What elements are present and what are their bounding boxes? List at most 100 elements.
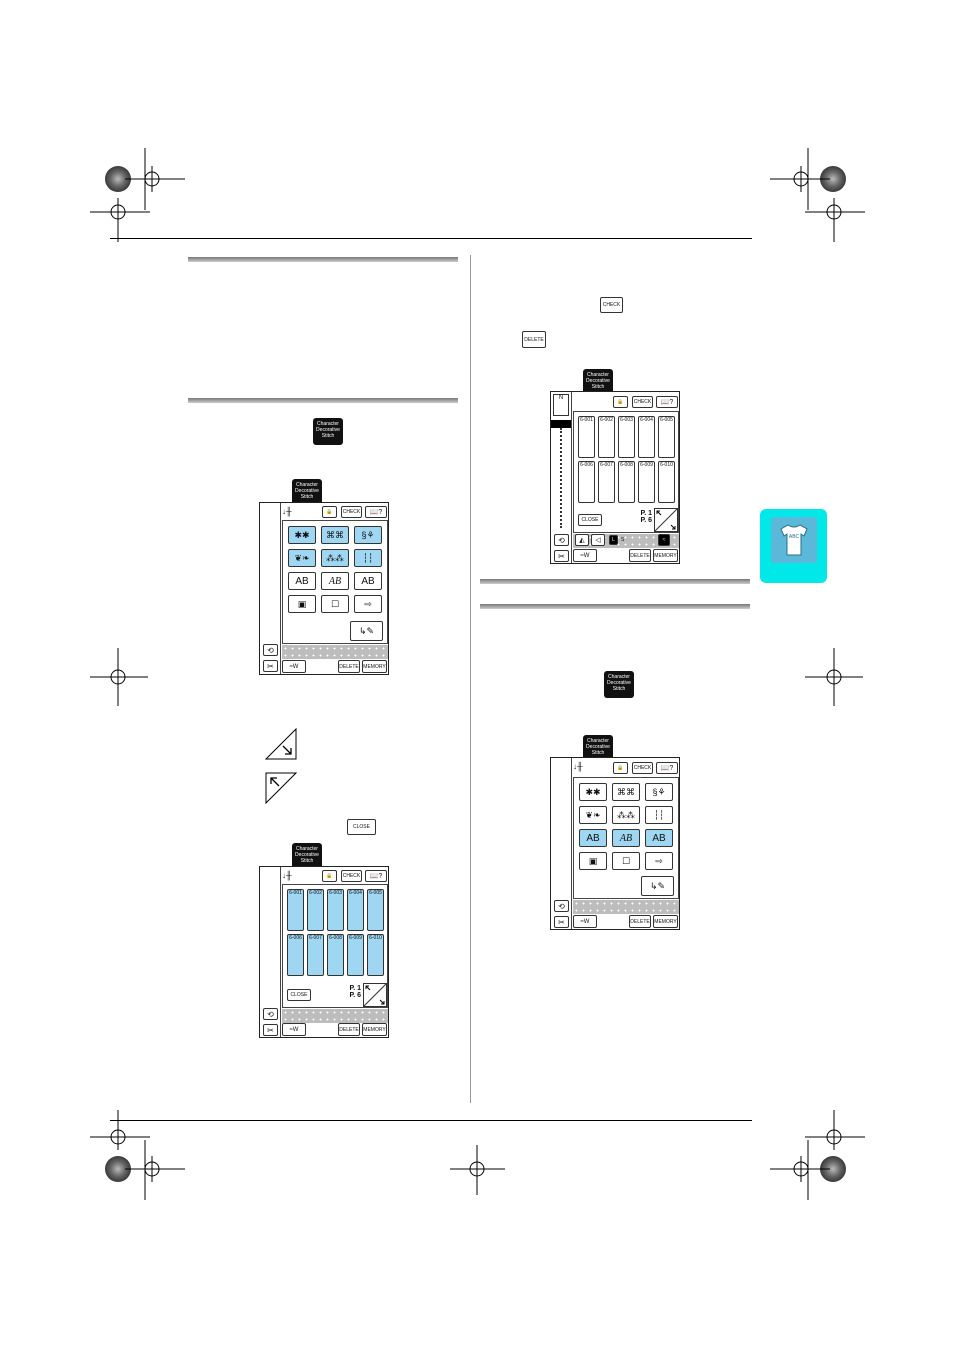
lcd-screen-letters: ↓╫ 🔒 CHECK 📖? ✱✱ ⌘⌘ §⚘ ❦❧ ⁂⁂ ┆┆ AB AB AB…	[550, 757, 680, 930]
page-arrow-key-icon[interactable]	[363, 983, 387, 1007]
category-panel: ✱✱ ⌘⌘ §⚘ ❦❧ ⁂⁂ ┆┆ AB AB AB ▣ ☐ ⇨ ↳✎	[573, 777, 679, 899]
category-gothic-letters[interactable]: AB	[579, 829, 607, 847]
stitch-key[interactable]: 6-009	[638, 461, 655, 503]
stitch-key[interactable]: 6-006	[287, 934, 304, 976]
category-7mm[interactable]: ┆┆	[645, 806, 673, 824]
category-usb[interactable]: ⇨	[354, 595, 382, 613]
category-script-letters[interactable]: AB	[612, 829, 640, 847]
check-key[interactable]: CHECK	[632, 396, 653, 408]
category-pocket[interactable]: ☐	[321, 595, 349, 613]
category-outline-letters[interactable]: AB	[645, 829, 673, 847]
help-key[interactable]: 📖?	[656, 396, 678, 408]
next-page-key-icon[interactable]	[265, 728, 297, 760]
edit-stitch-key[interactable]: ↳✎	[350, 621, 383, 641]
reverse-key[interactable]: ⟲	[554, 534, 569, 546]
page-arrow-key-icon[interactable]	[654, 508, 678, 532]
delete-key[interactable]: DELETE	[629, 915, 651, 928]
category-pocket[interactable]: ☐	[612, 852, 640, 870]
check-key[interactable]: CHECK	[600, 297, 623, 313]
stitch-key[interactable]: 6-005	[367, 889, 384, 931]
stitch-key[interactable]: 6-010	[367, 934, 384, 976]
memory-key[interactable]: MEMORY	[362, 1023, 387, 1036]
needle-position-icon: ↓╫	[282, 871, 292, 880]
category-outline-letters[interactable]: AB	[354, 572, 382, 590]
help-key[interactable]: 📖?	[656, 762, 678, 774]
mirror-key[interactable]: ◭	[575, 534, 589, 546]
stitch-key[interactable]: 6-008	[618, 461, 635, 503]
memory-key[interactable]: MEMORY	[653, 549, 678, 562]
stitch-key[interactable]: 6-001	[287, 889, 304, 931]
lock-key[interactable]: 🔒	[613, 396, 628, 408]
column-divider	[470, 255, 471, 1103]
lcd-screen-category: ↓╫ 🔒 CHECK 📖? ✱✱ ⌘⌘ §⚘ ❦❧ ⁂⁂ ┆┆ AB AB AB…	[259, 502, 389, 675]
mirror-horizontal-key[interactable]: ◁	[591, 534, 605, 546]
stitch-key[interactable]: 6-009	[347, 934, 364, 976]
category-cross-stitch[interactable]: ✱✱	[579, 783, 607, 801]
stitch-key[interactable]: 6-004	[638, 416, 655, 458]
category-usb[interactable]: ⇨	[645, 852, 673, 870]
scissors-key[interactable]: ✂	[554, 916, 569, 928]
check-key[interactable]: CHECK	[632, 762, 653, 774]
thread-tension-key[interactable]: ≈W	[282, 1023, 306, 1036]
previous-page-key-icon[interactable]	[265, 772, 297, 804]
stitch-density-key[interactable]: ≈	[658, 534, 670, 546]
scissors-key[interactable]: ✂	[263, 660, 278, 672]
category-heirloom[interactable]: ❦❧	[288, 549, 316, 567]
stitch-key[interactable]: 6-001	[578, 416, 595, 458]
category-scroll[interactable]: §⚘	[645, 783, 673, 801]
stitch-key[interactable]: 6-002	[307, 889, 324, 931]
reverse-key[interactable]: ⟲	[554, 900, 569, 912]
lock-key[interactable]: 🔒	[613, 762, 628, 774]
stitch-key[interactable]: 6-006	[578, 461, 595, 503]
check-key[interactable]: CHECK	[341, 870, 362, 882]
close-key[interactable]: CLOSE	[347, 819, 376, 835]
delete-key[interactable]: DELETE	[629, 549, 651, 562]
lock-key[interactable]: 🔒	[322, 870, 337, 882]
category-satin[interactable]: ⁂⁂	[612, 806, 640, 824]
delete-key[interactable]: DELETE	[338, 1023, 360, 1036]
category-7mm[interactable]: ┆┆	[354, 549, 382, 567]
thread-tension-key[interactable]: ≈W	[573, 549, 597, 562]
lock-key[interactable]: 🔒	[322, 506, 337, 518]
stitch-key[interactable]: 6-010	[658, 461, 675, 503]
reverse-key[interactable]: ⟲	[263, 1008, 278, 1020]
category-gothic-letters[interactable]: AB	[288, 572, 316, 590]
stitch-key[interactable]: 6-005	[658, 416, 675, 458]
delete-key[interactable]: DELETE	[522, 331, 546, 348]
size-s-label: S	[621, 537, 625, 543]
section-bar	[188, 398, 458, 403]
close-key[interactable]: CLOSE	[578, 514, 602, 526]
stitch-key[interactable]: 6-003	[327, 889, 344, 931]
memory-key[interactable]: MEMORY	[362, 660, 387, 673]
category-heirloom[interactable]: ❦❧	[579, 806, 607, 824]
category-satin[interactable]: ⁂⁂	[321, 549, 349, 567]
help-key[interactable]: 📖?	[365, 870, 387, 882]
delete-key[interactable]: DELETE	[338, 660, 360, 673]
scissors-key[interactable]: ✂	[263, 1024, 278, 1036]
memory-key[interactable]: MEMORY	[653, 915, 678, 928]
thread-tension-key[interactable]: ≈W	[282, 660, 306, 673]
edit-stitch-key[interactable]: ↳✎	[641, 876, 674, 896]
check-key[interactable]: CHECK	[341, 506, 362, 518]
category-script-letters[interactable]: AB	[321, 572, 349, 590]
category-scroll[interactable]: §⚘	[354, 526, 382, 544]
category-decorative[interactable]: ⌘⌘	[612, 783, 640, 801]
category-my-custom-stitch[interactable]: ▣	[579, 852, 607, 870]
size-l-key[interactable]: L	[609, 535, 618, 545]
reverse-key[interactable]: ⟲	[263, 644, 278, 656]
help-key[interactable]: 📖?	[365, 506, 387, 518]
category-cross-stitch[interactable]: ✱✱	[288, 526, 316, 544]
category-my-custom-stitch[interactable]: ▣	[288, 595, 316, 613]
thread-tension-key[interactable]: ≈W	[573, 915, 597, 928]
stitch-key[interactable]: 6-004	[347, 889, 364, 931]
stitch-key[interactable]: 6-007	[598, 461, 615, 503]
stitch-key[interactable]: 6-003	[618, 416, 635, 458]
stitch-key[interactable]: 6-008	[327, 934, 344, 976]
scissors-key[interactable]: ✂	[554, 550, 569, 562]
category-decorative[interactable]: ⌘⌘	[321, 526, 349, 544]
stitch-key[interactable]: 6-002	[598, 416, 615, 458]
stitch-key[interactable]: 6-007	[307, 934, 324, 976]
close-key[interactable]: CLOSE	[287, 989, 311, 1001]
